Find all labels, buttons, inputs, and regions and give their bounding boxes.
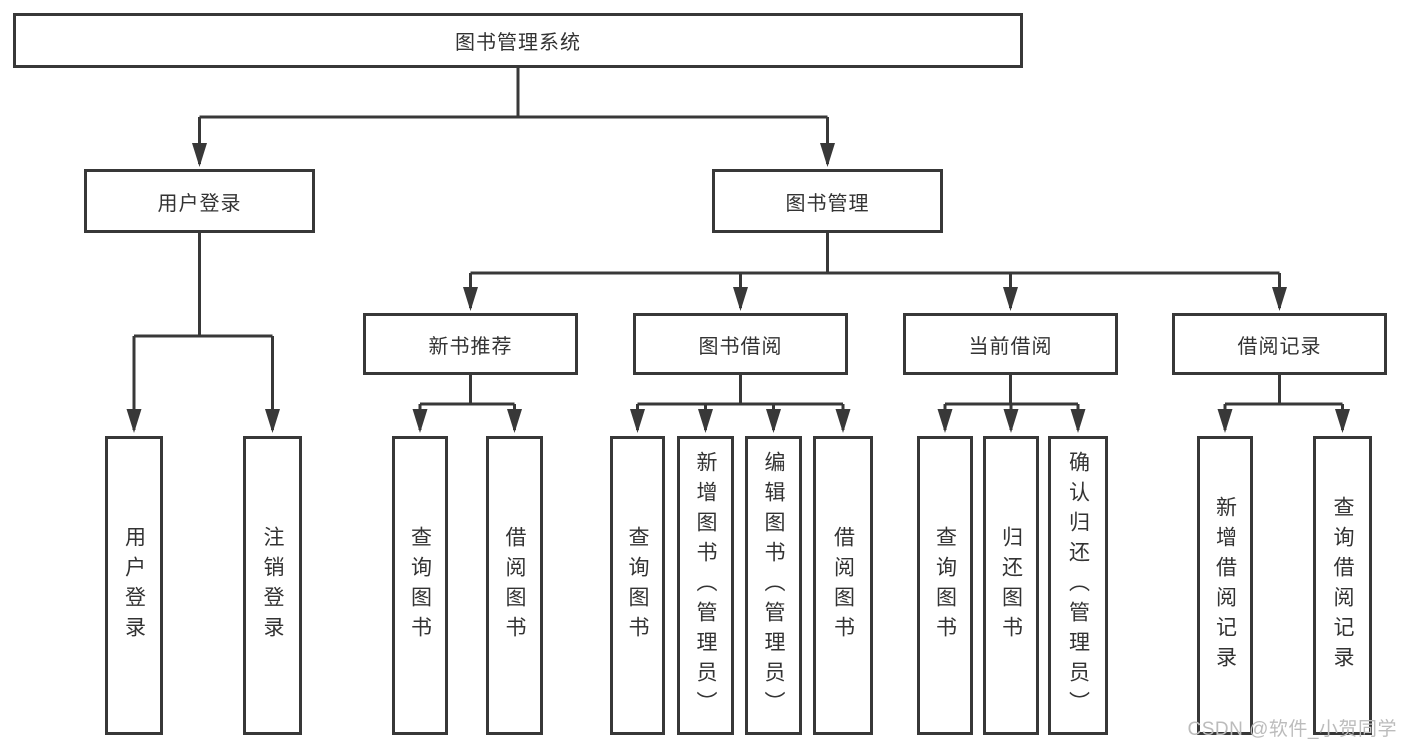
leaf-query-borrow-record: 查询借阅记录 (1313, 436, 1372, 735)
connector-trunks (134, 68, 1343, 406)
node-borrow-records: 借阅记录 (1172, 313, 1387, 375)
leaf-recommend-borrow-books: 借阅图书 (486, 436, 543, 735)
leaf-return-books: 归还图书 (983, 436, 1039, 735)
node-book-management: 图书管理 (712, 169, 943, 233)
node-user-login: 用户登录 (84, 169, 315, 233)
leaf-current-query-books: 查询图书 (917, 436, 973, 735)
leaf-add-books-admin: 新增图书（管理员） (677, 436, 734, 735)
node-book-borrow: 图书借阅 (633, 313, 848, 375)
leaf-add-borrow-record: 新增借阅记录 (1197, 436, 1253, 735)
leaf-edit-books-admin: 编辑图书（管理员） (745, 436, 802, 735)
node-current-borrow: 当前借阅 (903, 313, 1118, 375)
leaf-recommend-query-books: 查询图书 (392, 436, 448, 735)
connector-arrows (126, 117, 1350, 433)
node-root: 图书管理系统 (13, 13, 1023, 68)
leaf-confirm-return-admin: 确认归还（管理员） (1048, 436, 1108, 735)
leaf-borrow-query-books: 查询图书 (610, 436, 665, 735)
leaf-borrow-books: 借阅图书 (813, 436, 873, 735)
node-new-book-recommend: 新书推荐 (363, 313, 578, 375)
leaf-user-login: 用户登录 (105, 436, 163, 735)
watermark: CSDN @软件_小贺同学 (1187, 719, 1397, 740)
leaf-logout: 注销登录 (243, 436, 302, 735)
